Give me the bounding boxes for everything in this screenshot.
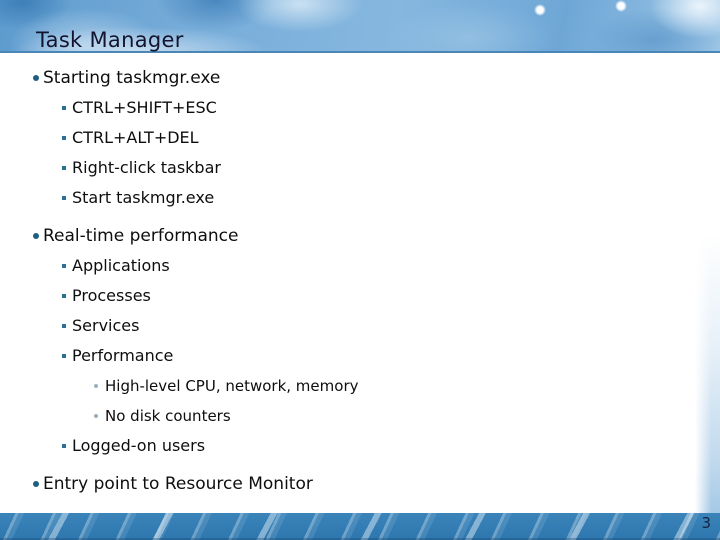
right-edge-decoration bbox=[695, 232, 720, 513]
bullet-text: Applications bbox=[72, 256, 170, 275]
bullet-item: No disk counters bbox=[0, 401, 690, 431]
bullet-item: CTRL+ALT+DEL bbox=[0, 123, 690, 153]
bullet-text: CTRL+ALT+DEL bbox=[72, 128, 199, 147]
bullet-item: Logged-on users bbox=[0, 431, 690, 461]
bullet-dot-icon bbox=[33, 481, 39, 487]
bullet-item: Right-click taskbar bbox=[0, 153, 690, 183]
bullet-square-icon bbox=[62, 106, 66, 110]
bullet-text: High-level CPU, network, memory bbox=[105, 377, 359, 395]
bullet-dot-icon bbox=[33, 233, 39, 239]
bullet-square-icon bbox=[62, 324, 66, 328]
bullet-item: Entry point to Resource Monitor bbox=[0, 469, 690, 499]
bullet-text: Starting taskmgr.exe bbox=[43, 68, 221, 88]
bullet-text: No disk counters bbox=[105, 407, 231, 425]
slide-title: Task Manager bbox=[36, 28, 184, 52]
bullet-square-icon bbox=[62, 166, 66, 170]
bullet-text: CTRL+SHIFT+ESC bbox=[72, 98, 217, 117]
bullet-dot-icon bbox=[94, 414, 98, 418]
page-number: 3 bbox=[701, 514, 711, 532]
bullet-item: Starting taskmgr.exe bbox=[0, 63, 690, 93]
bullet-square-icon bbox=[62, 444, 66, 448]
bullet-square-icon bbox=[62, 264, 66, 268]
bullet-item: CTRL+SHIFT+ESC bbox=[0, 93, 690, 123]
bullet-item: Start taskmgr.exe bbox=[0, 183, 690, 213]
bullet-item: Processes bbox=[0, 281, 690, 311]
bullet-square-icon bbox=[62, 294, 66, 298]
bullet-square-icon bbox=[62, 354, 66, 358]
bullet-text: Entry point to Resource Monitor bbox=[43, 474, 313, 494]
bullet-text: Logged-on users bbox=[72, 436, 206, 455]
bullet-item: Performance bbox=[0, 341, 690, 371]
slide-header-band bbox=[0, 0, 720, 53]
slide-footer-band: 3 bbox=[0, 513, 720, 540]
bullet-text: Processes bbox=[72, 286, 151, 305]
slide-body: Starting taskmgr.exe CTRL+SHIFT+ESC CTRL… bbox=[0, 53, 690, 499]
bullet-square-icon bbox=[62, 196, 66, 200]
bullet-item: Real-time performance bbox=[0, 221, 690, 251]
bullet-dot-icon bbox=[94, 384, 98, 388]
bullet-item: Applications bbox=[0, 251, 690, 281]
bullet-text: Start taskmgr.exe bbox=[72, 188, 215, 207]
bullet-text: Real-time performance bbox=[43, 226, 239, 246]
bullet-item: High-level CPU, network, memory bbox=[0, 371, 690, 401]
bullet-text: Right-click taskbar bbox=[72, 158, 221, 177]
bullet-item: Services bbox=[0, 311, 690, 341]
bullet-square-icon bbox=[62, 136, 66, 140]
bullet-text: Services bbox=[72, 316, 140, 335]
bullet-dot-icon bbox=[33, 75, 39, 81]
bullet-text: Performance bbox=[72, 346, 174, 365]
